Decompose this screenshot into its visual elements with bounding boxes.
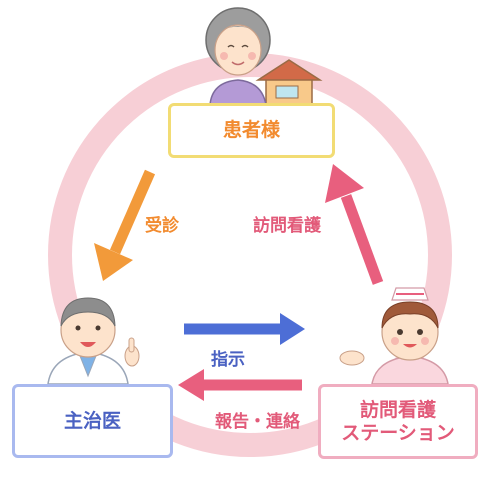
report-contact-label: 報告・連絡	[215, 412, 300, 432]
nurse-icon	[339, 287, 449, 385]
nursing-station-box: 訪問看護 ステーション	[318, 384, 478, 459]
consultation-arrow	[94, 169, 156, 281]
station-label-line2: ステーション	[341, 421, 455, 444]
patient-box: 患者様	[168, 103, 335, 158]
instruction-arrow	[184, 313, 305, 345]
elderly-woman-icon	[205, 7, 271, 106]
station-label-line1: 訪問看護	[359, 398, 436, 421]
patient-label: 患者様	[222, 119, 280, 142]
doctor-box: 主治医	[12, 384, 173, 458]
report-arrow	[178, 369, 302, 401]
home-nursing-label: 訪問看護	[253, 216, 321, 236]
doctor-label: 主治医	[63, 409, 121, 432]
doctor-icon	[47, 297, 140, 385]
consultation-label: 受診	[145, 216, 179, 236]
home-nursing-arrow	[325, 164, 384, 285]
instruction-label: 指示	[211, 350, 245, 370]
